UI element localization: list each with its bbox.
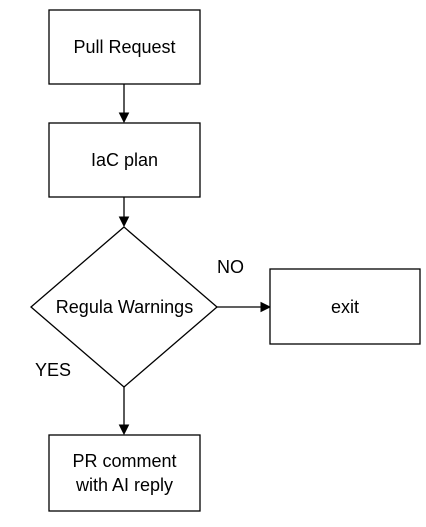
node-exit-label: exit [331,297,359,317]
node-pull-request-box [48,9,201,85]
node-pr-comment-label-line1: PR comment [72,451,176,471]
node-pull-request-label: Pull Request [73,37,175,57]
node-iac-plan: IaC plan [48,122,201,198]
edge-no-label: NO [217,257,244,277]
node-exit-box [269,268,421,345]
edge-yes-label: YES [35,360,71,380]
node-exit: exit [269,268,421,345]
arrowhead [118,112,130,124]
node-pr-comment-label-line2: with AI reply [75,475,173,495]
edge-regula-to-exit: NO [217,257,272,313]
node-regula-warnings: Regula Warnings [30,226,218,388]
edge-pull-request-to-iac-plan [118,84,130,124]
arrowhead [118,424,130,436]
node-iac-plan-box [48,122,201,198]
node-iac-plan-label: IaC plan [91,150,158,170]
edge-regula-to-pr-comment: YES [35,360,130,436]
node-pull-request: Pull Request [48,9,201,85]
node-pr-comment-box [48,434,201,512]
node-regula-warnings-label: Regula Warnings [56,297,193,317]
arrowhead [118,216,130,228]
node-pr-comment: PR comment with AI reply [48,434,201,512]
arrowhead [260,301,272,313]
edge-iac-plan-to-regula [118,197,130,228]
